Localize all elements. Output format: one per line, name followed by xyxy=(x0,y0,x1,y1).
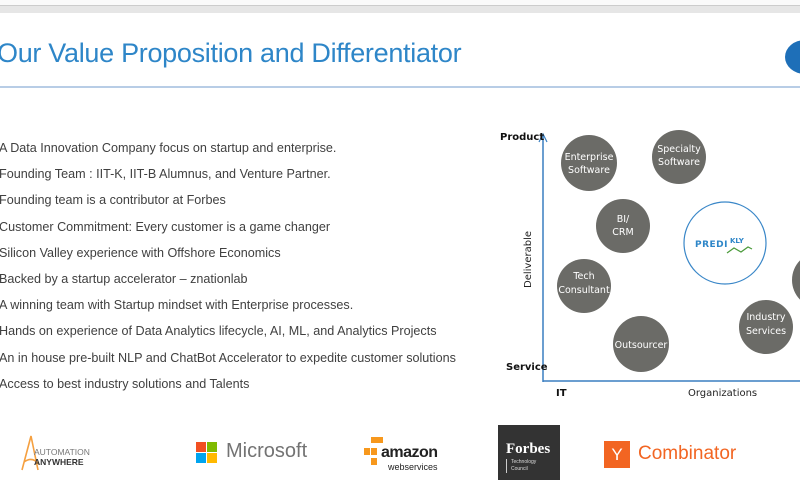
bubble-offscreen xyxy=(792,260,800,300)
bubble-bi-crm: BI/ CRM xyxy=(596,199,650,253)
list-item: Silicon Valley experience with Offshore … xyxy=(0,245,281,260)
y-combinator-icon: Y xyxy=(604,441,630,468)
forbes-technology-council-logo: Forbes Technology Council xyxy=(498,425,560,480)
automation-anywhere-logo: AUTOMATION ANYWHERE xyxy=(20,434,130,474)
predikly-bubble: PREDI KLY xyxy=(683,201,767,285)
list-item: Founding team is a contributor at Forbes xyxy=(0,193,226,208)
svg-text:Enterprise: Enterprise xyxy=(565,152,614,163)
title-divider xyxy=(0,86,800,88)
y-bottom-label: Service xyxy=(506,362,548,373)
divider xyxy=(506,459,507,473)
bubble-specialty-software: Specialty Software xyxy=(652,130,706,184)
x-axis-title: Organizations xyxy=(688,388,757,399)
svg-text:Services: Services xyxy=(746,326,786,337)
y-top-label: Product xyxy=(500,132,544,143)
page-title: Our Value Proposition and Differentiator xyxy=(0,38,462,68)
list-item: Access to best industry solutions and Ta… xyxy=(0,376,250,391)
svg-text:Tech: Tech xyxy=(572,271,594,282)
partner-logos: AUTOMATION ANYWHERE Microsoft amazon web… xyxy=(0,420,800,480)
value-proposition-list: A Data Innovation Company focus on start… xyxy=(0,140,456,402)
top-toolbar-strip xyxy=(0,0,800,6)
list-item: Customer Commitment: Every customer is a… xyxy=(0,219,331,234)
automation-anywhere-icon xyxy=(21,435,40,471)
svg-text:BI/: BI/ xyxy=(617,214,630,225)
svg-text:Software: Software xyxy=(658,157,700,168)
bubble-industry-services: Industry Services xyxy=(739,300,793,354)
y-axis-arrow-icon xyxy=(538,132,548,143)
list-item: Hands on experience of Data Analytics li… xyxy=(0,324,437,339)
bubble-outsourcer: Outsourcer xyxy=(613,316,669,372)
svg-text:Specialty: Specialty xyxy=(657,144,701,155)
svg-text:Industry: Industry xyxy=(746,312,785,323)
list-item: Founding Team : IIT-K, IIT-B Alumnus, an… xyxy=(0,167,331,182)
y-axis-title: Deliverable xyxy=(523,231,534,288)
svg-text:Outsourcer: Outsourcer xyxy=(615,340,668,351)
bubble-tech-consultant: Tech Consultant xyxy=(557,259,611,313)
trend-line-icon xyxy=(726,246,753,254)
bubble-enterprise-software: Enterprise Software xyxy=(561,135,617,191)
svg-text:Software: Software xyxy=(568,165,610,176)
predikly-logo-accent: KLY xyxy=(730,237,745,245)
corner-logo-badge xyxy=(785,40,800,74)
svg-text:Consultant: Consultant xyxy=(558,285,610,296)
amazon-web-services-logo: amazon webservices xyxy=(363,436,453,476)
aws-cubes-icon xyxy=(364,437,383,465)
predikly-logo-text: PREDI xyxy=(695,240,728,250)
list-item: A Data Innovation Company focus on start… xyxy=(0,141,337,155)
list-item: A winning team with Startup mindset with… xyxy=(0,298,354,313)
positioning-matrix: Product Service Deliverable IT Organizat… xyxy=(500,130,800,399)
list-item: An in house pre-built NLP and ChatBot Ac… xyxy=(0,350,456,365)
x-left-label: IT xyxy=(556,388,567,399)
microsoft-windows-icon xyxy=(196,442,217,463)
list-item: Backed by a startup accelerator – znatio… xyxy=(0,271,248,286)
top-band xyxy=(0,6,800,13)
svg-text:CRM: CRM xyxy=(612,227,633,238)
